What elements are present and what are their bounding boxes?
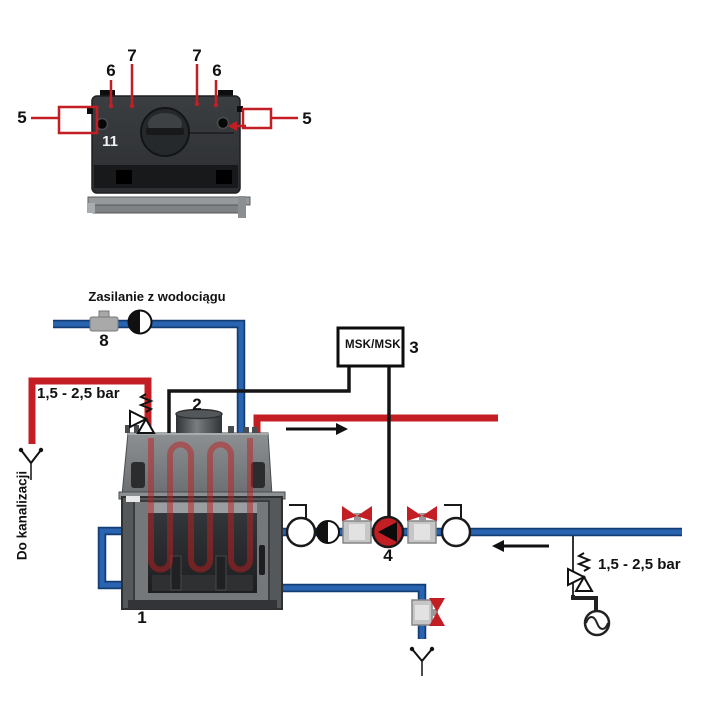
expansion-branch <box>567 536 611 637</box>
flow-arrow-left-icon <box>492 540 549 552</box>
flue-collar <box>175 408 223 433</box>
leader-dots <box>108 101 219 109</box>
tee-fitting-icon <box>89 310 119 332</box>
leader-lines <box>109 64 218 104</box>
part-label-5-left: 5 <box>17 108 27 127</box>
bracket-5-right <box>228 107 298 131</box>
rating-plate <box>126 496 140 502</box>
door-handle <box>259 545 265 575</box>
controller-wires <box>167 366 391 524</box>
bottom-bar-lower <box>92 204 246 214</box>
ball-valve-icon-left <box>342 506 372 544</box>
check-valve-icon-return <box>316 520 340 544</box>
filler-cap <box>140 107 190 157</box>
bypass-loop-pipe <box>97 526 126 590</box>
controller-box <box>336 326 405 368</box>
andiron-right <box>215 555 227 591</box>
side-lug-right <box>237 106 243 112</box>
sewage-caption: Do kanalizacji <box>14 470 30 561</box>
controller-box-label: MSK/MSK <box>345 339 401 351</box>
part-label-11: 11 <box>102 133 118 150</box>
thermometer-icon-left <box>285 504 317 548</box>
air-control-right <box>251 462 265 488</box>
sensor-wire <box>167 366 351 433</box>
andiron-left <box>170 555 182 591</box>
water-jacket-coil <box>148 438 253 573</box>
firebox-base <box>128 600 277 609</box>
pressure-label-right: 1,5 - 2,5 bar <box>598 556 681 573</box>
part-label-7-left: 7 <box>127 46 137 65</box>
band-slot-left <box>116 170 132 184</box>
top-view-figure <box>31 64 298 218</box>
part-label-2: 2 <box>192 395 202 414</box>
part-label-1: 1 <box>137 608 147 627</box>
hot-supply-pipe <box>253 414 498 433</box>
part-label-3: 3 <box>409 338 419 357</box>
band-slot-right <box>216 170 232 184</box>
top-stubs <box>125 425 257 433</box>
part-label-7-right: 7 <box>192 46 202 65</box>
foot-right <box>238 196 246 218</box>
check-valve-icon-supply <box>127 309 153 335</box>
drain-funnel-icon-left <box>18 447 44 480</box>
thermometer-icon-right <box>440 504 472 548</box>
part-label-6-right: 6 <box>212 61 222 80</box>
top-port-right <box>216 116 230 130</box>
arrow-5-icon <box>228 121 237 131</box>
expansion-vessel-icon <box>583 609 611 637</box>
pressure-label-left: 1,5 - 2,5 bar <box>37 385 120 402</box>
part-label-4: 4 <box>383 546 393 565</box>
air-control-left <box>131 462 145 488</box>
foot-left <box>87 203 95 213</box>
safety-valve-icon-right <box>567 552 594 592</box>
part-label-5-right: 5 <box>302 109 312 128</box>
water-supply-caption: Zasilanie z wodociągu <box>88 289 226 304</box>
grate <box>152 575 253 591</box>
fireplace-figure <box>118 408 286 610</box>
bracket-5-left <box>31 105 99 135</box>
glass-reflection <box>148 503 257 513</box>
side-lug-left <box>87 108 93 114</box>
drain-valve-icon <box>411 598 445 626</box>
drain-funnel-icon-bottom <box>409 646 435 676</box>
mounting-tab-right <box>218 90 233 98</box>
pump-icon <box>371 515 405 549</box>
bottom-bar-upper <box>87 196 251 206</box>
drain-pipe <box>274 583 427 639</box>
part-label-6-left: 6 <box>106 61 116 80</box>
flow-arrow-right-icon <box>286 423 348 435</box>
ball-valve-icon-right <box>407 506 437 544</box>
safety-valve-icon-left <box>129 393 156 434</box>
mounting-tab-left <box>100 90 115 98</box>
part-label-8: 8 <box>99 331 109 350</box>
